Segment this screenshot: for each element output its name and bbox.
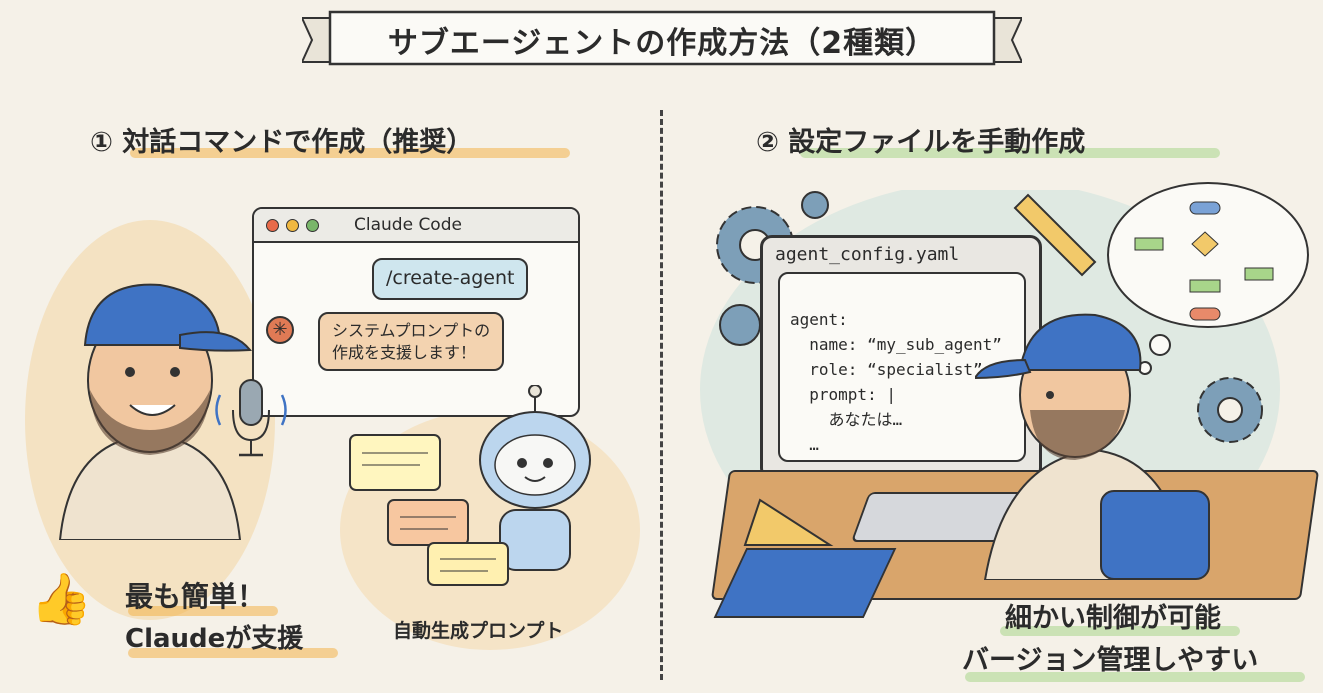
section-divider: [660, 110, 663, 680]
caption-highlight: [128, 648, 338, 658]
maximize-dot-icon[interactable]: [306, 219, 319, 232]
caption-highlight: [1000, 626, 1240, 636]
left-caption-line-1: 最も簡単！: [125, 580, 266, 613]
code-line: role: “specialist”: [790, 360, 983, 379]
code-line: prompt: |: [790, 385, 896, 404]
right-caption-line-2: バージョン管理しやすい: [962, 645, 1259, 676]
ruler-icon: [1013, 193, 1097, 277]
office-chair: [1100, 490, 1210, 580]
code-line: agent:: [790, 310, 848, 329]
triangle-ruler-icon: [743, 498, 834, 546]
reply-line-2: 作成を支援します！: [332, 342, 477, 362]
code-block: agent: name: “my_sub_agent” role: “speci…: [790, 282, 1002, 482]
thumbs-up-icon: 👍: [30, 570, 93, 628]
code-line: name: “my_sub_agent”: [790, 335, 1002, 354]
caption-highlight: [965, 672, 1305, 682]
left-caption-line-2: Claudeが支援: [125, 624, 304, 654]
window-title: Claude Code: [354, 215, 462, 235]
right-caption-line-1: 細かい制御が可能: [1005, 603, 1221, 634]
reply-line-1: システムプロンプトの: [332, 321, 491, 340]
gear-icon: [1197, 377, 1263, 443]
heading-highlight: [800, 148, 1220, 158]
file-title: agent_config.yaml: [775, 244, 960, 265]
robot-illustration: [479, 385, 591, 571]
claude-icon: ✳: [266, 316, 294, 344]
heading-highlight: [130, 148, 570, 158]
minimize-dot-icon[interactable]: [286, 219, 299, 232]
page-title: サブエージェントの作成方法（2種類）: [387, 26, 937, 61]
window-titlebar: Claude Code: [254, 209, 578, 243]
right-heading: ② 設定ファイルを手動作成: [756, 127, 1086, 158]
reply-bubble: システムプロンプトの 作成を支援します！: [318, 312, 505, 372]
caption-highlight: [128, 606, 278, 616]
command-text: /create-agent: [386, 267, 515, 289]
close-dot-icon[interactable]: [266, 219, 279, 232]
code-line: あなたは…: [790, 410, 903, 429]
title-banner: [302, 10, 1022, 66]
person-illustration: [58, 283, 252, 540]
auto-prompt-label: 自動生成プロンプト: [393, 620, 564, 642]
command-bubble: /create-agent: [372, 258, 529, 300]
left-heading: ① 対話コマンドで作成（推奨）: [90, 127, 474, 158]
code-editor: [778, 272, 1026, 462]
flowchart-thought-cloud: [1107, 182, 1309, 375]
code-line: …: [790, 435, 819, 454]
microphone-icon: [215, 379, 287, 457]
generated-prompt-cards: [349, 434, 509, 586]
